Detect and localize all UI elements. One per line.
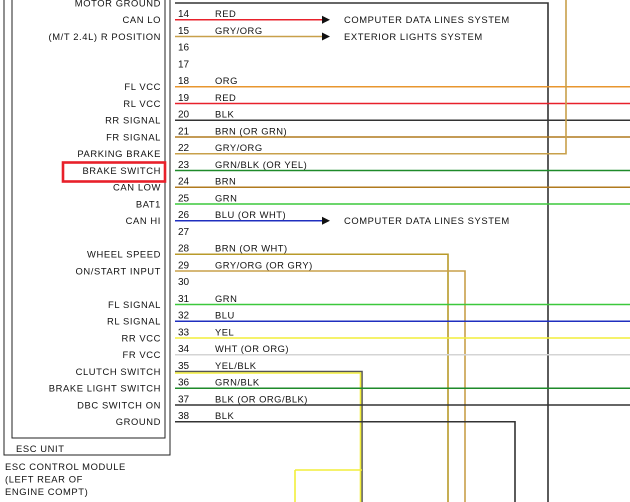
wire-color-35: YEL/BLK	[215, 360, 257, 371]
wire-motor-ground	[175, 2, 549, 502]
pin-label-18: FL VCC	[124, 81, 161, 92]
pin-number-32: 32	[178, 311, 190, 322]
pin-label-33: RR VCC	[121, 332, 161, 343]
pin-label-22: PARKING BRAKE	[77, 148, 161, 159]
pin-number-14: 14	[178, 9, 190, 20]
module-caption-line: ESC CONTROL MODULE	[5, 461, 126, 472]
pin-label-31: FL SIGNAL	[108, 299, 161, 310]
pin-label-20: RR SIGNAL	[105, 115, 161, 126]
wire-color-20: BLK	[215, 109, 234, 120]
pin-label-34: FR VCC	[123, 349, 162, 360]
pin-label-35: CLUTCH SWITCH	[76, 366, 161, 377]
wire-color-37: BLK (OR ORG/BLK)	[215, 393, 308, 404]
destination-26: COMPUTER DATA LINES SYSTEM	[344, 215, 510, 226]
pin-number-24: 24	[178, 177, 190, 188]
wire-color-29: GRY/ORG (OR GRY)	[215, 259, 313, 270]
module-caption-line: (LEFT REAR OF	[5, 474, 83, 485]
destination-15: EXTERIOR LIGHTS SYSTEM	[344, 31, 483, 42]
arrow-icon	[322, 32, 330, 41]
wire-color-26: BLU (OR WHT)	[215, 209, 286, 220]
pin-label-25: BAT1	[136, 198, 161, 209]
pin-number-36: 36	[178, 378, 190, 389]
arrow-icon	[322, 216, 330, 225]
pin-number-26: 26	[178, 210, 190, 221]
pin-label-24: CAN LOW	[113, 182, 161, 193]
pin-label-32: RL SIGNAL	[107, 316, 161, 327]
pin-number-18: 18	[178, 76, 190, 87]
pin-number-35: 35	[178, 361, 190, 372]
pin-number-30: 30	[178, 277, 190, 288]
wire-color-24: BRN	[215, 176, 236, 187]
wire-color-21: BRN (OR GRN)	[215, 125, 287, 136]
pin-label-38: GROUND	[116, 416, 161, 427]
wire-pin-38	[175, 420, 516, 502]
pin-label-26: CAN HI	[126, 215, 161, 226]
wire-color-23: GRN/BLK (OR YEL)	[215, 159, 307, 170]
wire-pin-28	[175, 253, 449, 502]
pin-label-37: DBC SWITCH ON	[77, 399, 161, 410]
pin-number-22: 22	[178, 143, 190, 154]
pin-number-21: 21	[178, 126, 190, 137]
wire-color-31: GRN	[215, 293, 237, 304]
pin-number-31: 31	[178, 294, 190, 305]
wire-color-33: YEL	[215, 326, 234, 337]
pin-label-14: CAN LO	[122, 14, 161, 25]
pin-number-20: 20	[178, 110, 190, 121]
wire-color-36: GRN/BLK	[215, 377, 260, 388]
brake-switch-highlight	[61, 161, 167, 183]
pin-number-34: 34	[178, 344, 190, 355]
wire-pin-29	[175, 270, 466, 502]
destination-14: COMPUTER DATA LINES SYSTEM	[344, 14, 510, 25]
wire-color-32: BLU	[215, 310, 235, 321]
pin-number-27: 27	[178, 227, 190, 238]
wire-pin-22	[175, 0, 567, 155]
wire-color-22: GRY/ORG	[215, 142, 263, 153]
pin-label-29: ON/START INPUT	[76, 265, 162, 276]
esc-unit-label: ESC UNIT	[16, 443, 65, 454]
arrow-icon	[322, 15, 330, 24]
wire-color-34: WHT (OR ORG)	[215, 343, 289, 354]
pin-number-19: 19	[178, 93, 190, 104]
wire-color-38: BLK	[215, 410, 234, 421]
pin-label-23: BRAKE SWITCH	[82, 165, 161, 176]
pin-number-28: 28	[178, 244, 190, 255]
pin-label-19: RL VCC	[123, 98, 161, 109]
pin-label-21: FR SIGNAL	[106, 131, 161, 142]
pin-number-17: 17	[178, 59, 190, 70]
pin-label-28: WHEEL SPEED	[87, 249, 161, 260]
module-caption-line: ENGINE COMPT)	[5, 486, 88, 497]
pin-number-29: 29	[178, 260, 190, 271]
pin-label-36: BRAKE LIGHT SWITCH	[49, 383, 161, 394]
wire-pin-35	[175, 372, 362, 502]
wire-color-15: GRY/ORG	[215, 25, 263, 36]
wire-color-18: ORG	[215, 75, 238, 86]
wire-color-25: GRN	[215, 192, 237, 203]
pin-number-25: 25	[178, 193, 190, 204]
pin-number-16: 16	[178, 43, 190, 54]
pin-number-37: 37	[178, 394, 190, 405]
wire-pin-35-edge	[175, 370, 363, 502]
pin-label-motor: MOTOR GROUND	[75, 0, 161, 8]
wire-color-19: RED	[215, 92, 236, 103]
wire-color-14: RED	[215, 8, 236, 19]
pin-number-33: 33	[178, 327, 190, 338]
wire-color-28: BRN (OR WHT)	[215, 243, 288, 254]
pin-number-15: 15	[178, 26, 190, 37]
esc-unit-box	[11, 0, 166, 439]
pin-number-38: 38	[178, 411, 190, 422]
pin-label-15: (M/T 2.4L) R POSITION	[49, 31, 161, 42]
pin-number-23: 23	[178, 160, 190, 171]
